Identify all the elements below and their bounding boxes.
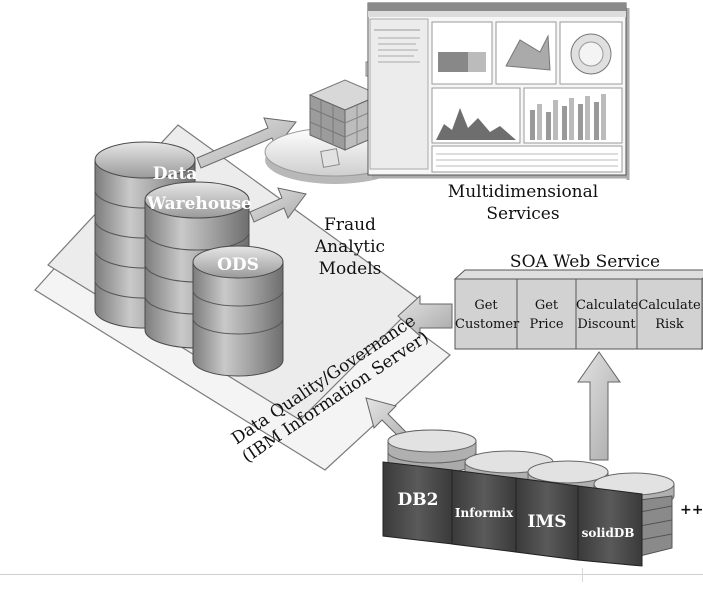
soa-service-calculate-discount-line2: Discount <box>577 317 636 332</box>
bottom-border-tick <box>582 568 583 582</box>
soa-service-get-customer-line1: Get <box>474 298 498 313</box>
more-databases-marker: ++ <box>680 502 703 518</box>
soliddb-label: solidDB <box>581 526 635 540</box>
informix-label: Informix <box>454 506 514 520</box>
arrow-warehouse-to-models <box>249 187 307 223</box>
ods-store-label: ODS <box>217 255 259 275</box>
arrow-databases-to-soa <box>577 351 621 461</box>
bottom-border <box>0 574 703 575</box>
soa-service-bar <box>453 269 703 351</box>
soa-service-get-price-line1: Get <box>534 298 559 313</box>
soa-service-calculate-risk: Calculate Risk <box>637 296 702 334</box>
soa-service-calculate-discount-line1: Calculate <box>576 298 639 313</box>
data-store-label: Data <box>152 164 198 184</box>
database-disks <box>387 429 675 557</box>
ims-label: IMS <box>527 512 567 532</box>
fraud-models-label: Fraud Analytic Models <box>314 215 386 279</box>
soa-title-label: SOA Web Service <box>509 252 661 272</box>
arrow-soa-to-governance <box>397 294 453 338</box>
ods-cylinder <box>192 245 284 377</box>
soa-service-calculate-discount: Calculate Discount <box>576 296 639 334</box>
soa-service-get-customer-line2: Customer <box>455 317 520 332</box>
soliddb-block <box>577 485 643 567</box>
dashboard-title-label: Multidimensional Services <box>447 182 599 224</box>
soa-service-get-price-line2: Price <box>529 317 564 332</box>
dashboard-screenshot <box>367 2 630 180</box>
soa-service-calculate-risk-line1: Calculate <box>638 298 701 313</box>
warehouse-store-label: Warehouse <box>147 194 252 214</box>
soa-service-get-customer: Get Customer <box>455 296 520 334</box>
db2-label: DB2 <box>397 490 439 510</box>
soa-service-get-price: Get Price <box>517 296 576 334</box>
soa-service-calculate-risk-line2: Risk <box>655 317 684 332</box>
